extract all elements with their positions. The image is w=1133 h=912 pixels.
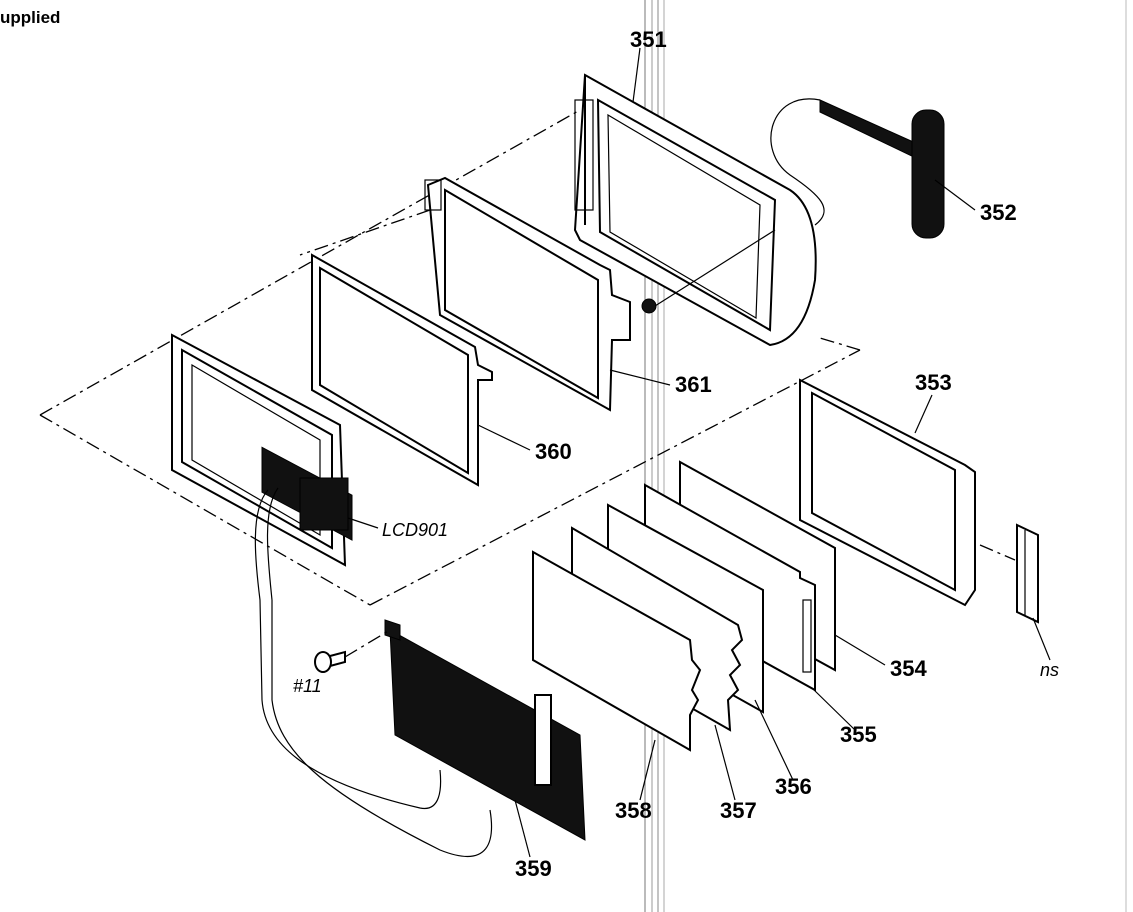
callout-lcd901: LCD901: [382, 520, 448, 540]
callout-353: 353: [915, 370, 952, 395]
callout-361: 361: [675, 372, 712, 397]
part-358-sheet: [532, 550, 702, 752]
callout-360: 360: [535, 439, 572, 464]
callout-359: 359: [515, 856, 552, 881]
callout-357: 357: [720, 798, 757, 823]
corner-text: upplied: [0, 8, 61, 27]
part-361-panel: [424, 176, 631, 412]
part-ns-connector: [1016, 523, 1039, 624]
callout-356: 356: [775, 774, 812, 799]
leader-lines: [347, 47, 1051, 858]
assembly-plane-left: [39, 109, 861, 606]
part-360-panel: [311, 253, 493, 487]
part-352-strip: [770, 98, 945, 239]
screw-11: [314, 629, 391, 673]
callout-358: 358: [615, 798, 652, 823]
callout-ns: ns: [1040, 660, 1059, 680]
part-351-frame: [573, 73, 817, 347]
part-lcd901-panel: [171, 333, 493, 857]
part-353-frame: [799, 378, 1016, 607]
callout-355: 355: [840, 722, 877, 747]
callout-351: 351: [630, 27, 667, 52]
scan-lines: [644, 0, 1127, 912]
callout-352: 352: [980, 200, 1017, 225]
callout-354: 354: [890, 656, 927, 681]
part-359-board: [384, 619, 586, 841]
callout-screw-11: #11: [293, 676, 322, 696]
